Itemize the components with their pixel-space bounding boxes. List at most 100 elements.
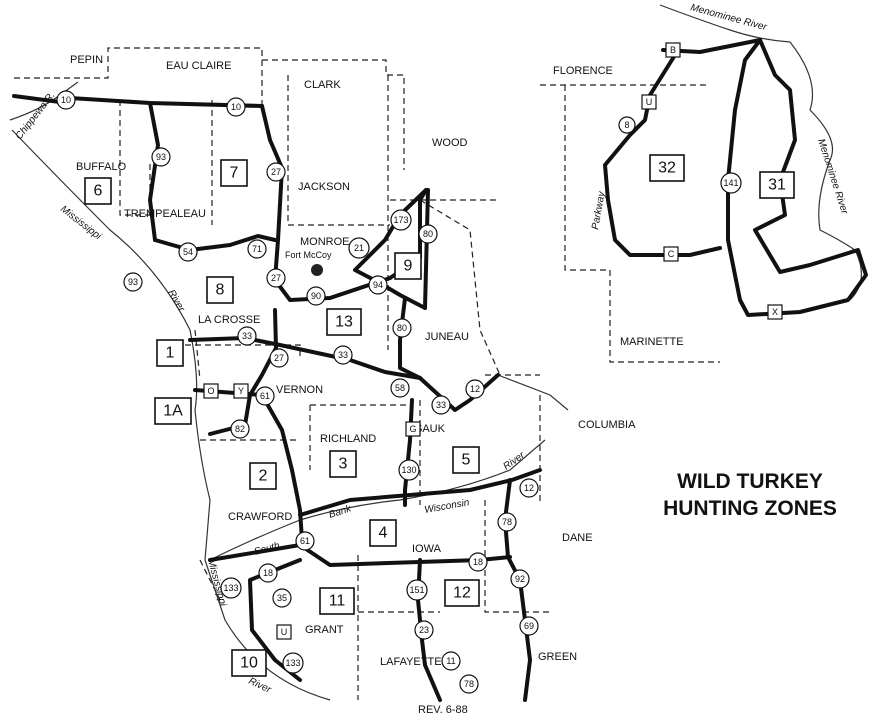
rivers [9, 4, 862, 701]
county-road-marker: O [203, 383, 219, 399]
highway-shield: 10 [226, 97, 246, 117]
svg-text:58: 58 [395, 383, 405, 393]
zone-box: 11 [319, 587, 355, 615]
svg-text:18: 18 [263, 568, 273, 578]
parkway-label: Parkway [590, 190, 608, 231]
waterway-labels: Chippewa R. Mississippi River Bank Wisco… [14, 2, 850, 696]
svg-text:33: 33 [436, 400, 446, 410]
highway-shield: 141 [720, 172, 742, 194]
highway-shield: 61 [295, 531, 315, 551]
highway-shield: 133 [220, 577, 242, 599]
county-label: JUNEAU [425, 331, 469, 343]
highway-shield: 90 [306, 286, 326, 306]
county-label: BUFFALO [76, 161, 127, 173]
svg-text:X: X [772, 307, 778, 317]
county-label: EAU CLAIRE [166, 60, 231, 72]
zone-markers: 6 7 8 9 13 1 1A 2 3 5 4 11 12 10 32 31 [84, 154, 795, 677]
river-label: River [501, 450, 527, 473]
river-label: River [247, 676, 273, 696]
svg-text:2: 2 [259, 468, 268, 485]
svg-text:18: 18 [473, 557, 483, 567]
highway-shield: 133 [282, 652, 304, 674]
svg-text:8: 8 [624, 120, 629, 130]
highway-shield: 61 [255, 386, 275, 406]
svg-text:12: 12 [453, 585, 471, 602]
svg-text:C: C [668, 249, 675, 259]
highway-shield: 94 [368, 275, 388, 295]
svg-text:61: 61 [300, 536, 310, 546]
svg-text:133: 133 [285, 658, 300, 668]
highway-shield: 27 [269, 348, 289, 368]
river-label: Menominee River [689, 2, 768, 33]
svg-text:4: 4 [379, 525, 388, 542]
county-label: GRANT [305, 624, 344, 636]
svg-text:151: 151 [409, 585, 424, 595]
zone-box: 8 [206, 276, 234, 304]
svg-text:173: 173 [393, 215, 408, 225]
highway-shield: 92 [510, 569, 530, 589]
svg-text:71: 71 [252, 244, 262, 254]
county-labels: EAU CLAIRE PEPIN CLARK WOOD BUFFALO TREM… [70, 54, 684, 668]
highway-shields: 10 10 93 27 54 71 93 27 21 173 80 90 94 … [56, 90, 742, 694]
svg-text:27: 27 [274, 353, 284, 363]
county-label: MONROE [300, 236, 350, 248]
svg-text:90: 90 [311, 291, 321, 301]
svg-text:10: 10 [61, 95, 71, 105]
county-label: WOOD [432, 137, 467, 149]
zone-box: 12 [444, 579, 480, 607]
county-label: DANE [562, 532, 593, 544]
county-label: LAFAYETTE [380, 656, 442, 668]
county-label: SAUK [415, 423, 446, 435]
highway-shield: 27 [266, 162, 286, 182]
zone-box: 1A [154, 397, 192, 425]
county-road-marker: U [641, 94, 657, 110]
svg-text:12: 12 [524, 483, 534, 493]
svg-text:23: 23 [419, 625, 429, 635]
svg-text:7: 7 [230, 165, 239, 182]
svg-text:1: 1 [166, 345, 175, 362]
svg-text:32: 32 [658, 160, 676, 177]
highway-shield: 71 [247, 239, 267, 259]
place-label-fort-mccoy: Fort McCoy [285, 250, 332, 260]
zone-box: 32 [649, 154, 685, 182]
svg-text:27: 27 [271, 167, 281, 177]
county-road-marker: G [405, 421, 421, 437]
highway-shield: 33 [431, 395, 451, 415]
svg-text:B: B [670, 45, 676, 55]
svg-text:U: U [281, 627, 288, 637]
svg-text:130: 130 [401, 465, 416, 475]
svg-text:U: U [646, 97, 653, 107]
county-road-marker: X [767, 304, 783, 320]
county-label: FLORENCE [553, 65, 613, 77]
highway-shield: 27 [266, 268, 286, 288]
highway-shield: 23 [414, 620, 434, 640]
svg-text:78: 78 [464, 679, 474, 689]
svg-text:33: 33 [242, 331, 252, 341]
svg-text:54: 54 [183, 247, 193, 257]
svg-text:93: 93 [156, 152, 166, 162]
svg-text:69: 69 [524, 621, 534, 631]
county-label: GREEN [538, 651, 577, 663]
svg-text:11: 11 [446, 656, 455, 666]
zone-box: 1 [156, 339, 184, 367]
highway-shield: 78 [497, 512, 517, 532]
county-road-markers: O Y G U B U C X [203, 42, 783, 640]
county-label: CRAWFORD [228, 511, 292, 523]
svg-text:10: 10 [231, 102, 241, 112]
highway-shield: 69 [519, 616, 539, 636]
svg-text:80: 80 [397, 323, 407, 333]
highway-shield: 58 [390, 378, 410, 398]
highway-shield: 93 [151, 147, 171, 167]
zone-box: 10 [231, 649, 267, 677]
svg-text:31: 31 [768, 177, 786, 194]
highway-shield: 93 [123, 272, 143, 292]
county-label: IOWA [412, 543, 442, 555]
river-label: South [253, 540, 282, 558]
svg-text:13: 13 [335, 314, 353, 331]
county-label: TREMPEALEAU [124, 208, 206, 220]
svg-text:33: 33 [338, 350, 348, 360]
county-boundaries [14, 47, 720, 700]
highway-shield: 18 [468, 552, 488, 572]
svg-text:94: 94 [373, 280, 383, 290]
county-label: LA CROSSE [198, 314, 260, 326]
